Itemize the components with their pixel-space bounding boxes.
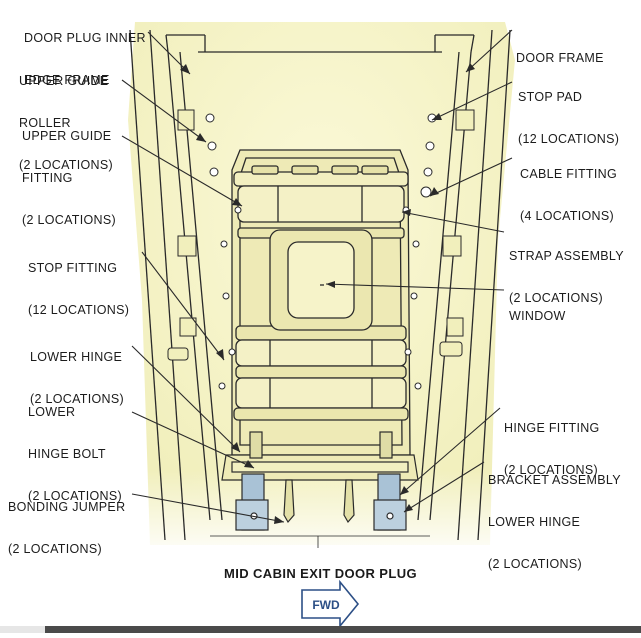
window-pane <box>287 241 355 319</box>
video-progress-track[interactable] <box>0 626 641 633</box>
door-plug-body <box>231 149 411 456</box>
label-stop-fitting: STOP FITTING (12 LOCATIONS) <box>28 261 130 317</box>
label-lower-hinge: LOWER HINGE (2 LOCATIONS) <box>30 350 124 406</box>
video-progress-fill <box>0 626 45 633</box>
label-stop-pad: STOP PAD (12 LOCATIONS) <box>518 90 620 146</box>
leader-arrowheads <box>180 63 475 524</box>
panel-fade <box>120 470 520 560</box>
label-window: WINDOW <box>509 309 566 323</box>
lower-hinge-area <box>210 431 430 548</box>
label-strap-assembly: STRAP ASSEMBLY (2 LOCATIONS) <box>509 249 624 305</box>
label-bracket-assembly-lower-hinge: BRACKET ASSEMBLY LOWER HINGE (2 LOCATION… <box>488 473 621 571</box>
fwd-arrow-icon: FWD <box>301 579 360 629</box>
label-lower-hinge-bolt: LOWER HINGE BOLT (2 LOCATIONS) <box>28 405 122 503</box>
label-door-plug-inner-edge-frame: DOOR PLUG INNER EDGE FRAME <box>24 31 146 87</box>
label-bonding-jumper: BONDING JUMPER (2 LOCATIONS) <box>8 500 126 556</box>
label-door-frame: DOOR FRAME <box>516 51 604 65</box>
label-upper-guide-fitting: UPPER GUIDE FITTING (2 LOCATIONS) <box>22 129 116 227</box>
label-hinge-fitting: HINGE FITTING (2 LOCATIONS) <box>504 421 600 477</box>
fwd-label: FWD <box>312 598 340 612</box>
frame-fittings <box>167 109 475 361</box>
stop-fittings <box>205 113 437 390</box>
label-upper-guide-roller: UPPER GUIDE ROLLER (2 LOCATIONS) <box>19 74 113 172</box>
diagram-caption: MID CABIN EXIT DOOR PLUG <box>223 566 418 581</box>
label-cable-fitting: CABLE FITTING (4 LOCATIONS) <box>520 167 617 223</box>
